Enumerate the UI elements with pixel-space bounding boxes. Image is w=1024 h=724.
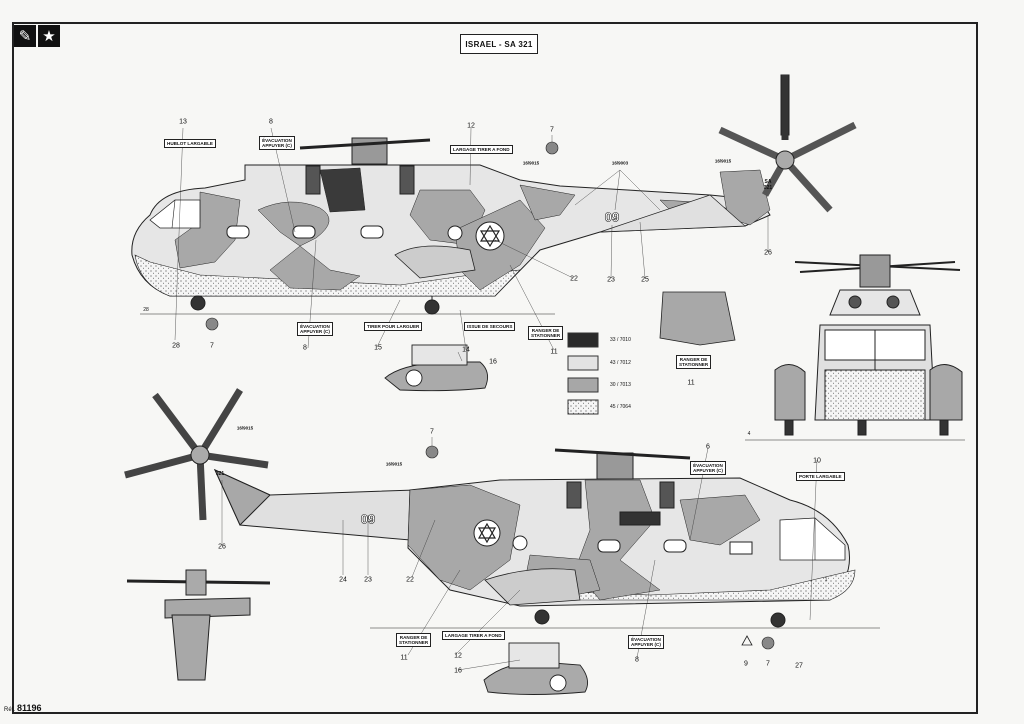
page-frame	[12, 22, 978, 714]
color-code: 16/9015	[385, 461, 403, 467]
callout-number: 7	[550, 126, 554, 134]
color-code: 16/9015	[714, 158, 732, 164]
callout-number: 25	[641, 276, 649, 284]
callout-number: 12	[467, 122, 475, 130]
legend-entry: 43 / 7012	[610, 360, 631, 366]
callout-number: 28	[143, 307, 149, 313]
callout-number: 4	[747, 431, 751, 437]
tail-code-top-2: 321	[763, 185, 773, 191]
sponson-detail	[659, 291, 736, 346]
float-detail-bottom	[483, 642, 589, 695]
callout-number: 22	[406, 576, 414, 584]
callout-number: 7	[210, 342, 214, 350]
label-evacuation-lower: ÉVACUATION APPUYER (C)	[690, 461, 726, 475]
callout-number: 7	[766, 660, 770, 668]
label-hublot: HUBLOT LARGABLE	[164, 139, 216, 148]
callout-number: 11	[687, 379, 695, 387]
callout-number: 26	[218, 543, 226, 551]
label-porte: PORTE LARGABLE	[796, 472, 845, 481]
label-ranger-top: RANGER DE STATIONNER	[528, 326, 564, 340]
label-ranger-right: RANGER DE STATIONNER	[676, 355, 712, 369]
callout-number: 22	[570, 275, 578, 283]
callout-number: 24	[339, 576, 347, 584]
warning-triangle-icon	[741, 635, 753, 646]
tail-code-top: SA	[764, 179, 772, 185]
callout-number: 1	[824, 577, 828, 583]
roundel-icon	[425, 445, 439, 459]
reference-number: Réf.81196	[4, 703, 42, 713]
label-evacuation-bottom: ÉVACUATION APPUYER (C)	[628, 635, 664, 649]
side-number-bottom: 09	[360, 511, 376, 527]
side-number-top: 09	[604, 209, 620, 225]
callout-number: 8	[635, 656, 639, 664]
callout-number: 8	[269, 118, 273, 126]
callout-number: 16	[454, 667, 462, 675]
star-icon: ★	[38, 25, 60, 47]
callout-number: 15	[374, 344, 382, 352]
tail-code-bottom: 321	[215, 471, 225, 477]
roundel-icon	[761, 636, 775, 650]
callout-number: 12	[454, 652, 462, 660]
color-code: 16/9015	[522, 160, 540, 166]
label-issue: ISSUE DE SECOURS	[464, 322, 516, 331]
label-largage-lower: LARGAGE TIRER A FOND	[442, 631, 505, 640]
label-evacuation-top: ÉVACUATION APPUYER (C)	[259, 136, 295, 150]
callout-number: 9	[744, 660, 748, 668]
side-view-bottom	[124, 388, 880, 629]
callout-number: 16	[489, 358, 497, 366]
callout-number: 10	[813, 457, 821, 465]
callout-number: 7	[430, 428, 434, 436]
tail-top-view	[126, 569, 271, 681]
label-largage-top: LARGAGE TIRER A FOND	[450, 145, 513, 154]
front-view	[745, 254, 965, 441]
callout-number: 6	[706, 443, 710, 451]
side-view-top	[131, 74, 857, 315]
label-tirer: TIRER POUR LARGUER	[364, 322, 423, 331]
roundel-icon	[205, 317, 219, 331]
callout-number: 14	[462, 346, 470, 354]
color-code: 16/9015	[236, 425, 254, 431]
color-code: 16/9003	[611, 160, 629, 166]
legend-entry: 45 / 7064	[610, 404, 631, 410]
callout-number: 11	[550, 348, 558, 356]
float-detail-top	[384, 344, 489, 392]
legend-entry: 33 / 7010	[610, 337, 631, 343]
label-evacuation-mid: ÉVACUATION APPUYER (C)	[297, 322, 333, 336]
legend-entry: 30 / 7013	[610, 382, 631, 388]
roundel-icon	[545, 141, 559, 155]
page-title: ISRAEL - SA 321	[460, 34, 538, 54]
callout-number: 23	[607, 276, 615, 284]
callout-number: 26	[764, 249, 772, 257]
label-ranger-lower: RANGER DE STATIONNER	[396, 633, 432, 647]
callout-number: 8	[303, 344, 307, 352]
callout-number: 11	[400, 654, 408, 662]
callout-number: 23	[364, 576, 372, 584]
brush-icon: ✎	[14, 25, 36, 47]
callout-number: 27	[795, 662, 803, 670]
color-legend	[567, 332, 599, 415]
callout-number: 28	[172, 342, 180, 350]
callout-number: 13	[179, 118, 187, 126]
